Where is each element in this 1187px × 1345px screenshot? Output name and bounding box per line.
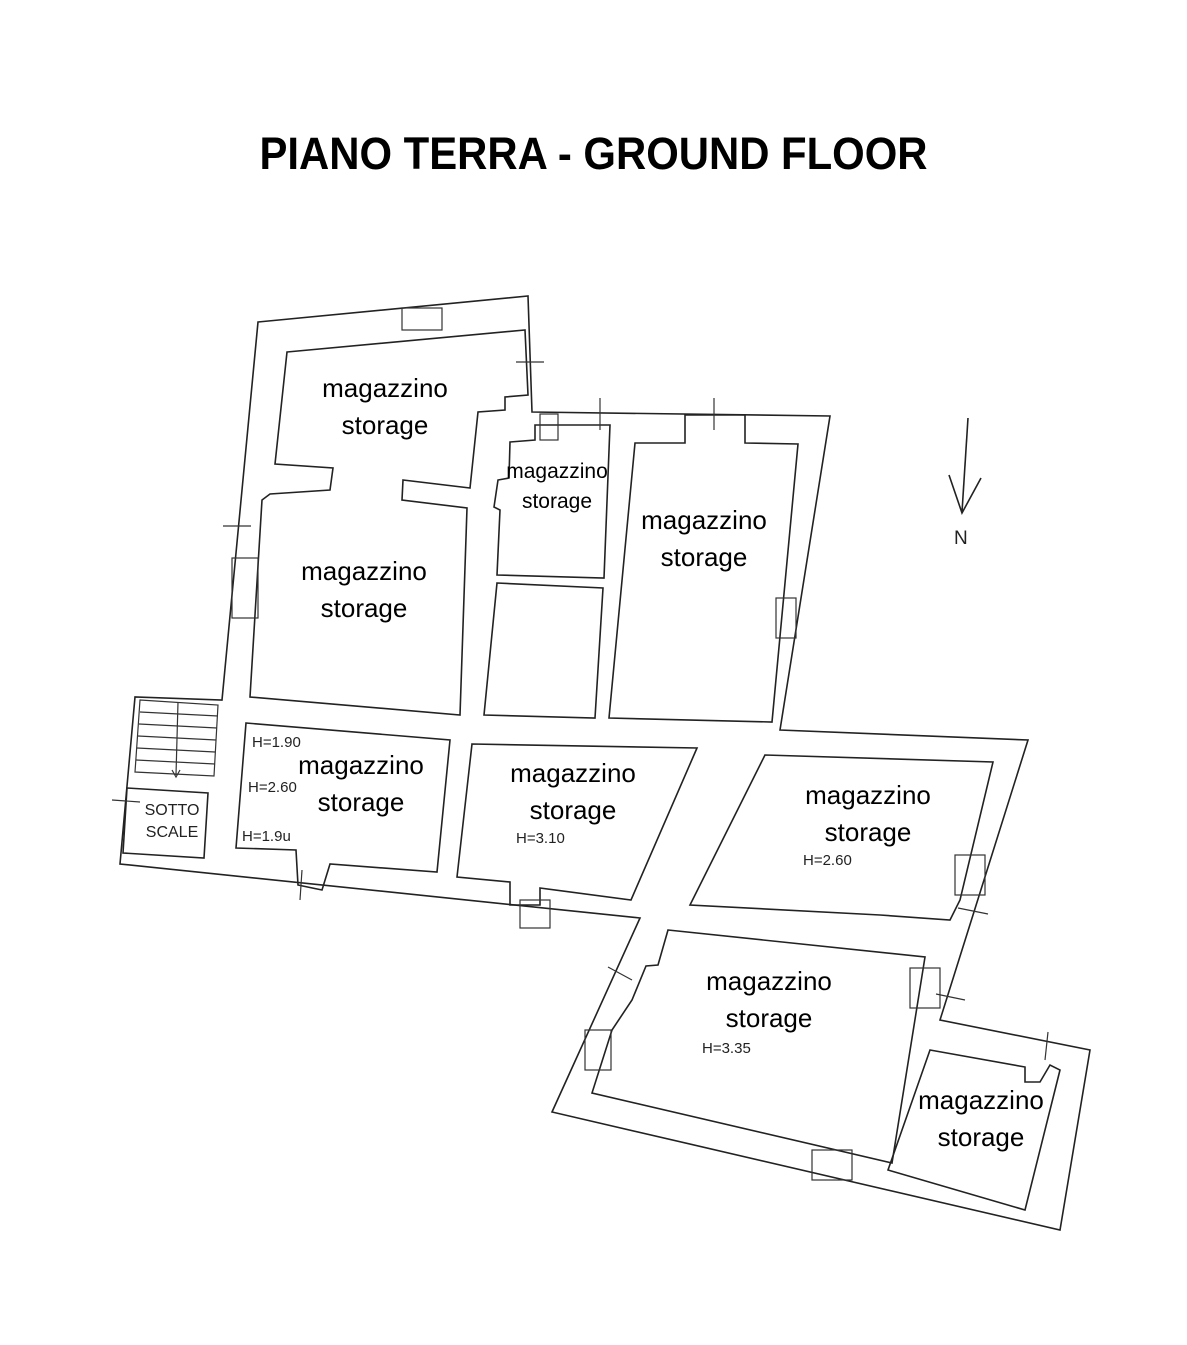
room-name: magazzino xyxy=(918,1085,1044,1115)
room-name: magazzino xyxy=(322,373,448,403)
room-outline-4 xyxy=(235,722,451,891)
room-label-7: magazzino storage xyxy=(706,963,832,1037)
room-name: magazzino xyxy=(510,758,636,788)
room-outline-8 xyxy=(886,1049,1061,1212)
room-label-big-left: magazzino storage xyxy=(301,553,427,627)
stairs xyxy=(134,699,219,779)
room-name: magazzino xyxy=(805,780,931,810)
room-outline-3 xyxy=(493,424,611,579)
height-label: H=3.10 xyxy=(516,830,565,847)
room-outline-5 xyxy=(456,743,699,906)
north-label: N xyxy=(954,528,968,549)
room-translation: storage xyxy=(529,795,617,825)
height-label: H=2.60 xyxy=(803,852,852,869)
room-outline-unlabeled xyxy=(483,582,604,719)
page-title: PIANO TERRA - GROUND FLOOR xyxy=(259,128,928,179)
room-translation: storage xyxy=(341,410,429,440)
room-label-3: magazzino storage xyxy=(506,457,608,517)
room-outline-2 xyxy=(608,414,799,723)
room-name: magazzino xyxy=(641,505,767,535)
sotto-scale-label: SOTTO SCALE xyxy=(134,800,210,844)
room-label-6: magazzino storage xyxy=(805,777,931,851)
room-outline-6 xyxy=(688,754,995,921)
height-label: H=1.90 xyxy=(252,734,301,751)
height-label: H=3.35 xyxy=(702,1040,751,1057)
room-translation: storage xyxy=(824,817,912,847)
room-label-8: magazzino storage xyxy=(918,1082,1044,1156)
room-name: magazzino xyxy=(706,966,832,996)
sotto-scale-outline xyxy=(122,787,209,859)
room-name: magazzino xyxy=(506,460,608,483)
room-name: magazzino xyxy=(298,750,424,780)
north-arrow-icon xyxy=(948,417,982,515)
room-translation: storage xyxy=(937,1122,1025,1152)
room-translation: storage xyxy=(320,593,408,623)
room-translation: storage xyxy=(660,542,748,572)
room-translation: storage xyxy=(521,490,593,513)
door-marks xyxy=(111,307,1049,1181)
room-outline-7 xyxy=(590,929,926,1164)
sotto-label-line2: SCALE xyxy=(145,824,199,841)
sotto-label-line1: SOTTO xyxy=(144,802,200,819)
room-label-4: magazzino storage xyxy=(298,747,424,821)
outer-wall xyxy=(119,295,1091,1231)
room-label-2: magazzino storage xyxy=(641,502,767,576)
room-name: magazzino xyxy=(301,556,427,586)
room-translation: storage xyxy=(725,1003,813,1033)
room-label-1: magazzino storage xyxy=(322,370,448,444)
room-label-5: magazzino storage xyxy=(510,755,636,829)
height-label: H=1.9u xyxy=(242,828,291,845)
room-outline-1 xyxy=(249,329,529,716)
height-label: H=2.60 xyxy=(248,779,297,796)
room-translation: storage xyxy=(317,787,405,817)
